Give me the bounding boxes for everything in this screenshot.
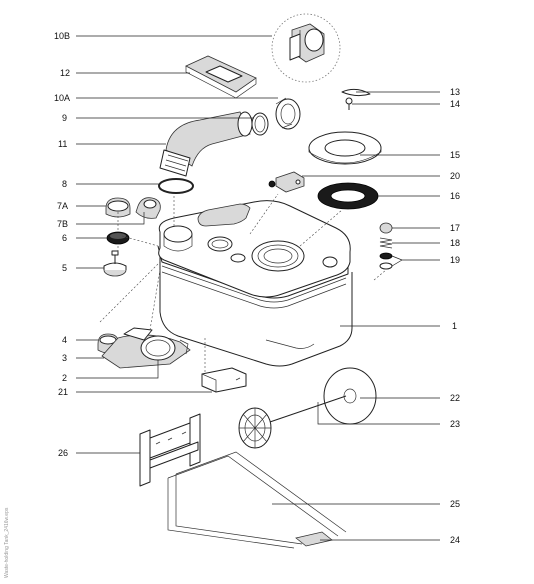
label-19: 19	[450, 255, 460, 265]
label-9: 9	[62, 113, 67, 123]
part-17-button	[379, 222, 393, 234]
part-26-wheel-bracket	[139, 413, 201, 487]
file-side-note: Waste-holding Tank_2416w.eps	[4, 507, 10, 578]
label-4: 4	[62, 335, 67, 345]
part-7B-cap	[135, 197, 161, 219]
label-7B: 7B	[57, 219, 68, 229]
label-10A: 10A	[54, 93, 70, 103]
part-19-washers	[379, 252, 393, 270]
label-12: 12	[60, 68, 70, 78]
label-20: 20	[450, 171, 460, 181]
part-1-tank	[157, 200, 353, 367]
label-3: 3	[62, 353, 67, 363]
part-10A-ring	[275, 97, 301, 130]
callout-labels: 10B 12 10A 9 11 8 7A 7B 6 5 4 3 2 21 26 …	[54, 31, 460, 545]
part-8-o-ring	[158, 178, 194, 194]
part-10B-detail	[271, 13, 341, 83]
part-5-valve	[103, 250, 127, 277]
part-15-flange	[308, 131, 382, 165]
label-22: 22	[450, 393, 460, 403]
part-14-screw	[345, 97, 353, 110]
label-10B: 10B	[54, 31, 70, 41]
label-15: 15	[450, 150, 460, 160]
part-13-lever	[341, 88, 371, 97]
label-21: 21	[58, 387, 68, 397]
part-16-seal	[317, 182, 379, 210]
label-7A: 7A	[57, 201, 68, 211]
part-11-spout	[159, 111, 253, 177]
label-26: 26	[58, 448, 68, 458]
label-16: 16	[450, 191, 460, 201]
label-25: 25	[450, 499, 460, 509]
part-23-axle	[238, 395, 347, 449]
label-13: 13	[450, 87, 460, 97]
label-24: 24	[450, 535, 460, 545]
label-2: 2	[62, 373, 67, 383]
part-6-seal	[106, 231, 130, 245]
part-2-valve-disc	[140, 335, 189, 361]
label-8: 8	[62, 179, 67, 189]
label-1: 1	[452, 321, 457, 331]
assembly-dashed-lines	[99, 193, 387, 374]
part-18-spring	[379, 237, 393, 249]
label-23: 23	[450, 419, 460, 429]
label-17: 17	[450, 223, 460, 233]
callout-leaders	[76, 35, 440, 541]
part-22-wheel	[323, 367, 377, 425]
part-7A-cap	[105, 197, 131, 218]
label-18: 18	[450, 238, 460, 248]
label-5: 5	[62, 263, 67, 273]
part-20-clip	[268, 171, 305, 193]
label-6: 6	[62, 233, 67, 243]
part-9-o-ring	[251, 112, 269, 136]
label-11: 11	[58, 139, 67, 149]
label-14: 14	[450, 99, 460, 109]
part-21-bracket	[201, 367, 247, 393]
part-12-hatch	[185, 55, 257, 99]
part-25-handle	[167, 451, 347, 549]
